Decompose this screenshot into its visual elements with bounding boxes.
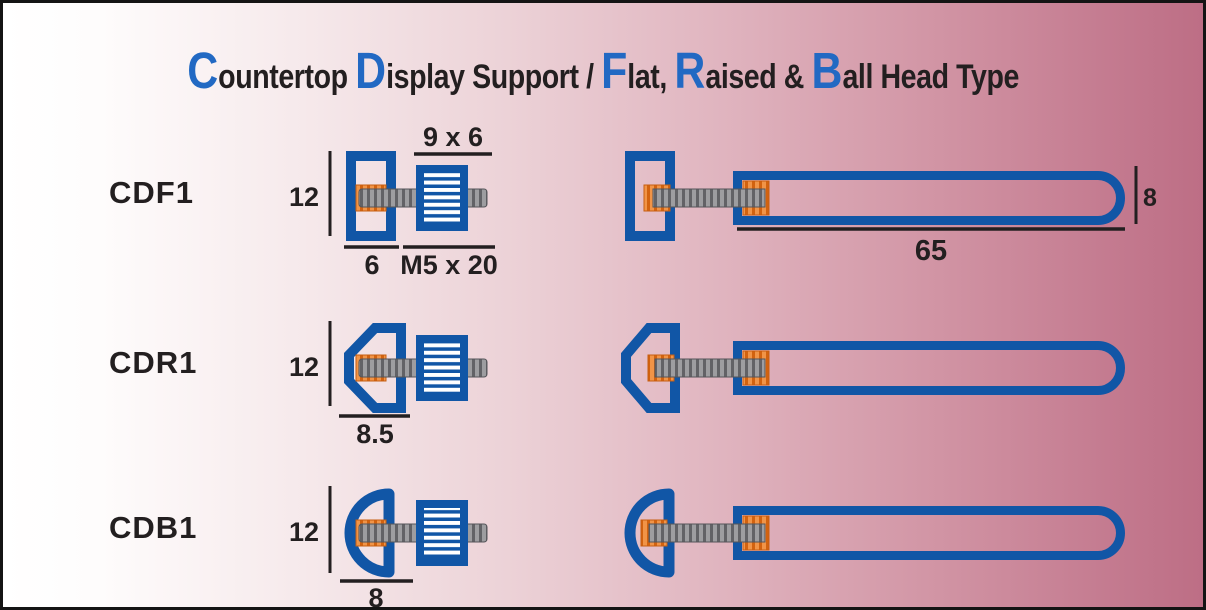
raised-head-outline — [344, 323, 406, 413]
product-code-cdr1: CDR1 — [109, 345, 197, 380]
dim-height: 12 — [289, 182, 319, 212]
title-text: aised & — [705, 58, 812, 96]
title-accent-letter: D — [355, 42, 386, 99]
title-text: isplay Support / — [385, 58, 602, 96]
diagram-canvas: CDF1 12 9 x 6 6 M5 x 20 — [109, 122, 1157, 610]
support-tube — [733, 171, 1125, 225]
cdr1-front-view: 12 8.5 — [289, 321, 488, 449]
threaded-rod — [652, 188, 766, 208]
title-text: all Head Type — [842, 58, 1019, 96]
support-tube — [733, 506, 1125, 560]
dim-thread: M5 x 20 — [400, 250, 498, 280]
ball-head-outline — [624, 488, 675, 578]
dim-height: 12 — [289, 517, 319, 547]
dim-width: 8.5 — [356, 419, 394, 449]
dim-diameter: 8 — [1143, 184, 1157, 212]
title-accent-letter: C — [187, 42, 219, 99]
row-cdr1: CDR1 12 8.5 — [109, 321, 1125, 449]
knurl-stripes — [424, 508, 460, 558]
page-title: Countertop Display Support / Flat, Raise… — [3, 41, 1203, 100]
cdb1-front-view: 12 8 — [289, 486, 488, 610]
threaded-rod — [654, 358, 766, 378]
row-cdf1: CDF1 12 9 x 6 6 M5 x 20 — [109, 122, 1157, 280]
dim-width: 8 — [368, 583, 383, 610]
title-accent-letter: B — [811, 42, 843, 99]
title-accent-letter: R — [674, 42, 706, 99]
knurl-stripes — [424, 343, 460, 393]
cdf1-front-view: 12 9 x 6 6 M5 x 20 — [289, 122, 498, 280]
product-code-cdf1: CDF1 — [109, 175, 194, 210]
dim-height: 12 — [289, 352, 319, 382]
raised-head-outline — [621, 323, 680, 413]
threaded-rod — [648, 523, 766, 543]
title-text: lat, — [627, 58, 675, 96]
cdr1-side-view — [621, 323, 1125, 413]
dim-length: 65 — [915, 235, 947, 267]
dim-knob: 9 x 6 — [423, 122, 483, 152]
row-cdb1: CDB1 12 8 — [109, 486, 1125, 610]
knurl-stripes — [424, 173, 460, 223]
ball-head-outline — [344, 488, 395, 578]
page-title-text: Countertop Display Support / Flat, Raise… — [187, 41, 1019, 100]
support-tube — [733, 341, 1125, 395]
cdf1-side-view: 8 65 — [625, 151, 1157, 267]
dim-width: 6 — [364, 250, 379, 280]
cdb1-side-view — [624, 488, 1125, 578]
title-text: ountertop — [218, 58, 356, 96]
title-accent-letter: F — [601, 42, 628, 99]
product-code-cdb1: CDB1 — [109, 510, 197, 545]
